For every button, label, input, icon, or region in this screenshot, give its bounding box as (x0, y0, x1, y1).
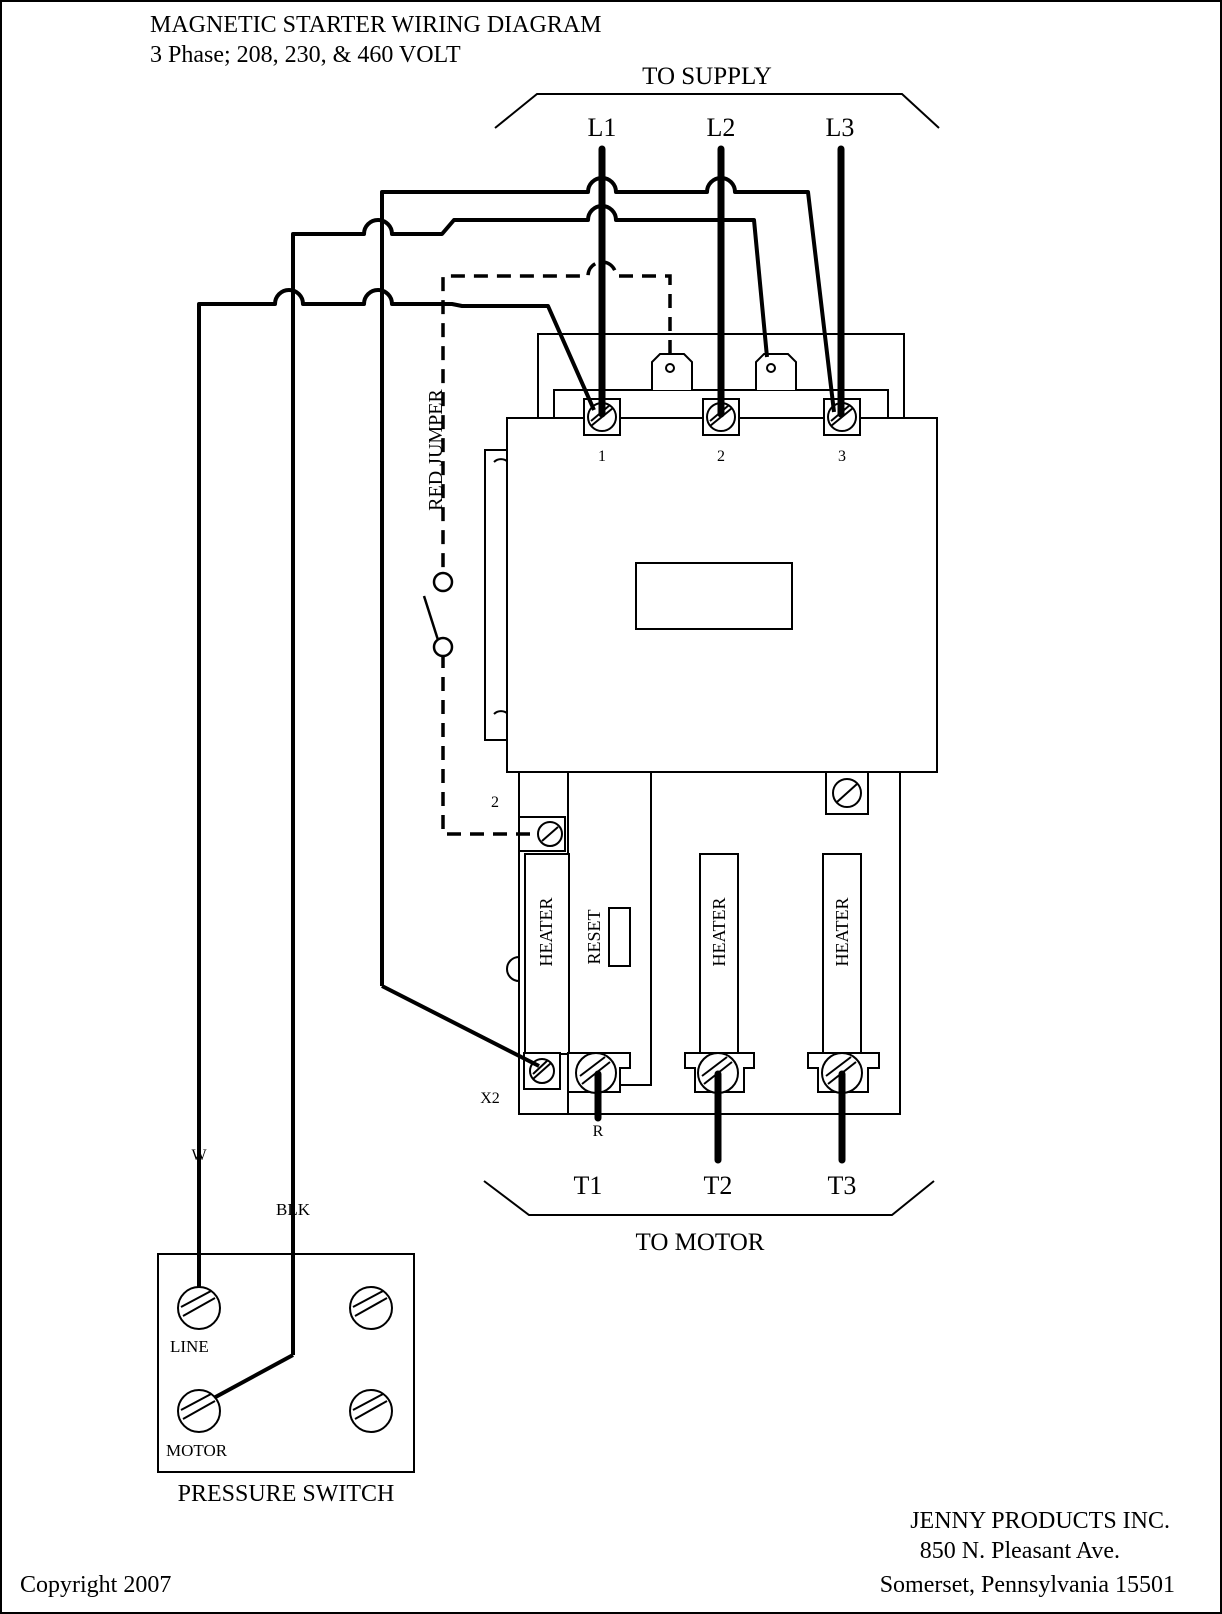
black-wire-to-coil (291, 204, 769, 1355)
terminal-number-3: 3 (838, 448, 846, 465)
contactor-nameplate (635, 562, 793, 630)
pressure-switch-terminal-right-bottom (349, 1389, 393, 1433)
heater-1 (524, 853, 570, 1055)
overload-side-knob (506, 956, 520, 982)
pressure-switch: LINE MOTOR PRESSURE SWITCH (157, 1253, 415, 1507)
motor-bracket (483, 1180, 935, 1216)
black-wire-label: BLK (276, 1200, 311, 1219)
x2-to-l3-wire (380, 176, 836, 986)
heater-2 (699, 853, 739, 1055)
reset-button[interactable] (608, 907, 631, 967)
contactor: 1 2 3 (484, 333, 938, 773)
white-wire-label: W (191, 1147, 207, 1164)
terminal-number-2: 2 (717, 448, 725, 465)
white-wire-to-l1 (197, 288, 596, 1297)
jumper-switch-contact-top (432, 571, 454, 593)
x2-terminal-lead (381, 984, 540, 1068)
pressure-switch-box (157, 1253, 415, 1473)
motor-t3-label: T3 (828, 1171, 857, 1200)
aux-contact-block (484, 449, 510, 741)
motor-t2-label: T2 (704, 1171, 733, 1200)
reset-label: RESET (584, 909, 604, 964)
heater-3-label: HEATER (832, 898, 852, 967)
jumper-switch-blade (422, 595, 440, 641)
pressure-switch-title: PRESSURE SWITCH (178, 1481, 395, 1507)
coil-tab-left-hole (665, 363, 675, 373)
heater-1-label: HEATER (536, 898, 556, 967)
diagram-title: MAGNETIC STARTER WIRING DIAGRAM (150, 12, 602, 38)
supply-l1-label: L1 (588, 113, 617, 142)
to-supply-label: TO SUPPLY (642, 63, 772, 90)
red-jumper-lower (441, 654, 532, 836)
to-motor-label: TO MOTOR (636, 1229, 765, 1256)
company-name: JENNY PRODUCTS INC. (910, 1508, 1170, 1534)
contactor-body (506, 417, 938, 773)
company-address: 850 N. Pleasant Ave. (920, 1538, 1120, 1564)
pressure-switch-motor-terminal (177, 1389, 221, 1433)
motor-t1-label: T1 (574, 1171, 603, 1200)
supply-l2-label: L2 (707, 113, 736, 142)
supply-bracket (494, 93, 940, 129)
supply-l3-label: L3 (826, 113, 855, 142)
overload-relay: RESET HEATER HEATER HEATER (480, 771, 901, 1140)
r-label: R (593, 1123, 604, 1140)
coil-tab-right-hole (766, 363, 776, 373)
red-jumper-label: RED JUMPER (425, 389, 447, 511)
copyright-notice: Copyright 2007 (20, 1572, 171, 1598)
load-terminal-x2 (523, 1052, 561, 1090)
pressure-switch-line-terminal (177, 1286, 221, 1330)
aux-terminal-number: 2 (491, 794, 499, 811)
diagram-subtitle: 3 Phase; 208, 230, & 460 VOLT (150, 42, 461, 68)
company-city: Somerset, Pennsylvania 15501 (880, 1572, 1175, 1598)
pressure-switch-terminal-right-top (349, 1286, 393, 1330)
heater-2-label: HEATER (709, 898, 729, 967)
x2-label: X2 (480, 1090, 500, 1107)
coil-tab-right (755, 353, 797, 390)
jumper-switch-contact-bottom (432, 636, 454, 658)
terminal-number-1: 1 (598, 448, 606, 465)
line-terminal-label: LINE (170, 1337, 209, 1356)
red-jumper-upper (441, 260, 672, 568)
motor-terminal-label: MOTOR (166, 1441, 228, 1460)
